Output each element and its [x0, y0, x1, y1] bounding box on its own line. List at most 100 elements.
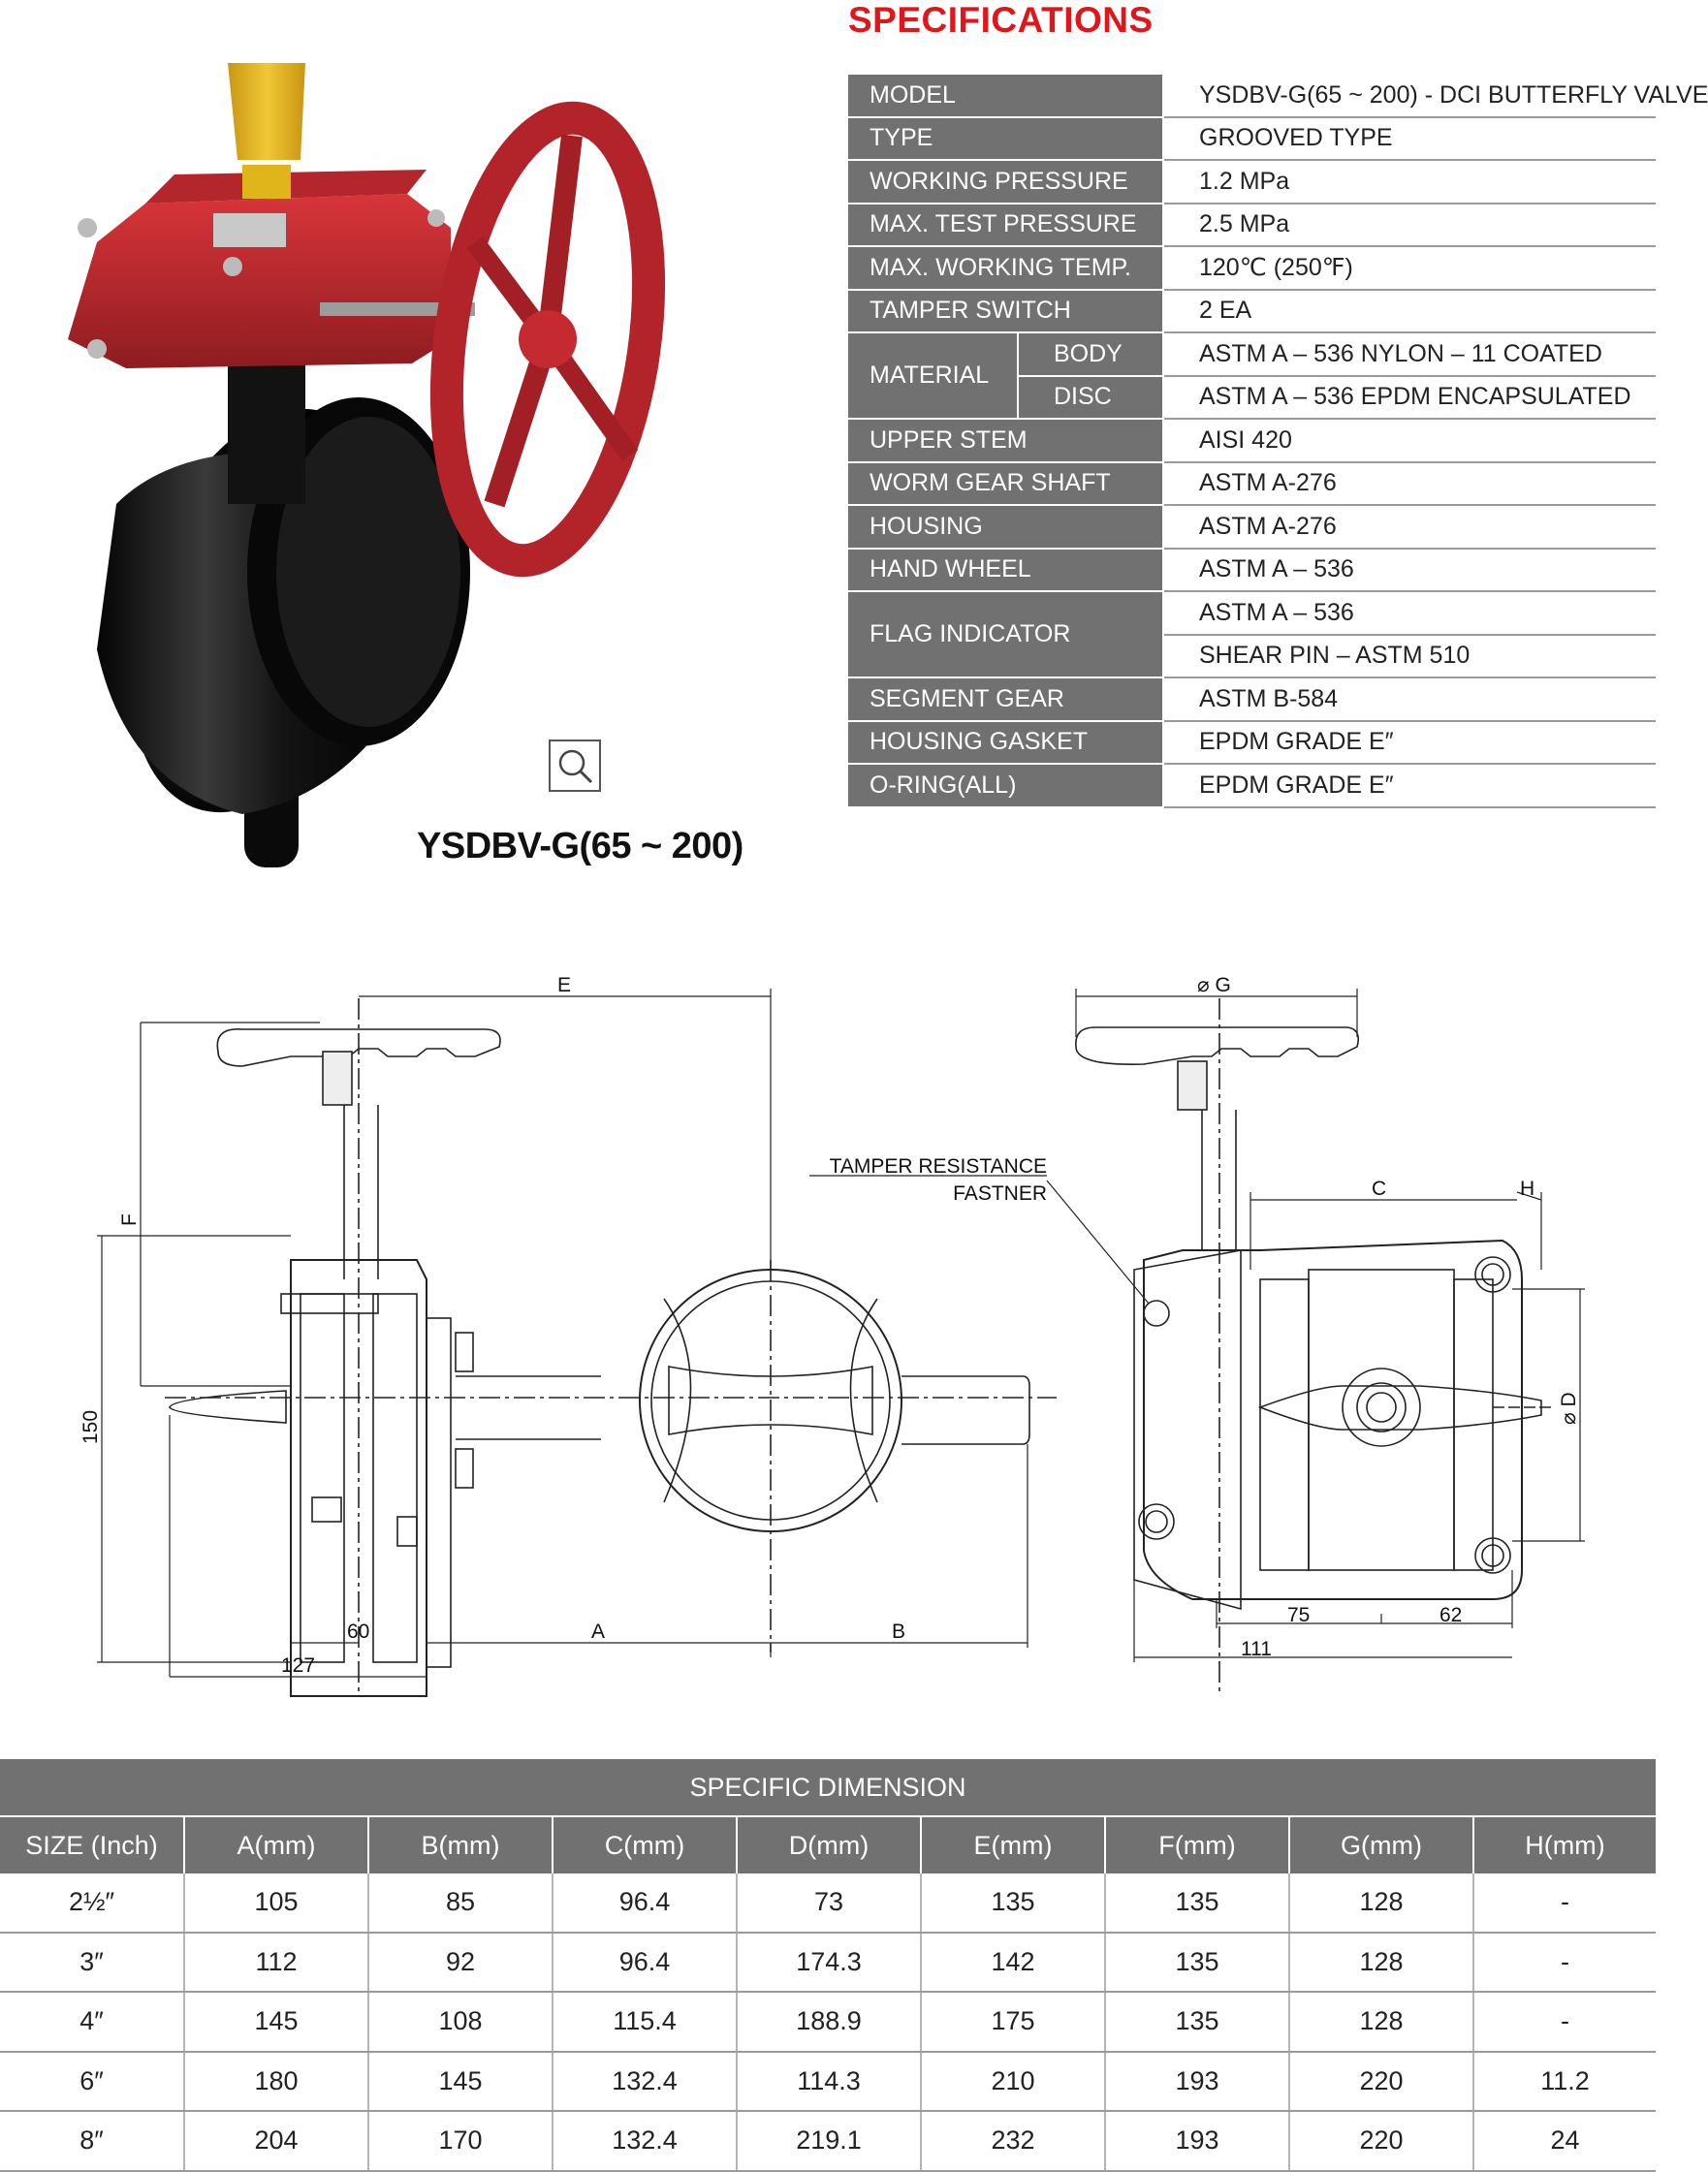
- label-E: E: [557, 974, 571, 996]
- label-150: 150: [79, 1410, 102, 1444]
- label-75: 75: [1287, 1604, 1310, 1626]
- table-cell: 220: [1289, 2111, 1474, 2172]
- table-cell: 6″: [0, 2051, 185, 2112]
- label-fastner: FASTNER: [953, 1182, 1047, 1205]
- table-cell: 232: [921, 2111, 1106, 2172]
- label-D: ⌀ D: [1558, 1392, 1580, 1425]
- table-cell: 193: [1105, 2111, 1290, 2172]
- spec-row-material-body: MATERIAL BODY ASTM A – 536 NYLON – 11 CO…: [848, 332, 1656, 420]
- table-cell: 145: [184, 1992, 369, 2053]
- table-cell: 105: [184, 1873, 369, 1934]
- dimension-header-row: SIZE (Inch) A(mm) B(mm) C(mm) D(mm) E(mm…: [0, 1817, 1656, 1873]
- spec-value: ASTM A-276: [1163, 505, 1656, 550]
- table-cell: 174.3: [737, 1932, 922, 1993]
- spec-value: 2 EA: [1163, 289, 1656, 333]
- spec-key: TYPE: [848, 116, 1164, 161]
- spec-key: MAX. WORKING TEMP.: [848, 246, 1164, 291]
- magnifier-icon[interactable]: [549, 740, 601, 792]
- spec-value: ASTM A-276: [1163, 461, 1656, 506]
- label-C: C: [1372, 1178, 1386, 1200]
- spec-key: HOUSING GASKET: [848, 720, 1164, 765]
- dimension-section: SPECIFIC DIMENSION SIZE (Inch) A(mm) B(m…: [0, 1759, 1656, 2172]
- spec-key: MAX. TEST PRESSURE: [848, 203, 1164, 247]
- table-cell: 8″: [0, 2111, 185, 2172]
- table-cell: 180: [184, 2051, 369, 2112]
- spec-value: 120℃ (250℉): [1163, 246, 1656, 291]
- label-60: 60: [347, 1621, 369, 1643]
- spec-key: O-RING(ALL): [848, 764, 1164, 808]
- table-cell: 188.9: [737, 1992, 922, 2053]
- spec-row-flag-1: FLAG INDICATOR ASTM A – 536: [848, 591, 1656, 678]
- label-B: B: [892, 1621, 905, 1643]
- column-header: B(mm): [368, 1817, 554, 1873]
- table-cell: 204: [184, 2111, 369, 2172]
- table-cell: 142: [921, 1932, 1106, 1993]
- table-cell: 175: [921, 1992, 1106, 2053]
- spec-value-body: ASTM A – 536 NYLON – 11 COATED: [1163, 332, 1656, 377]
- spec-value: YSDBV-G(65 ~ 200) - DCI BUTTERFLY VALVE: [1163, 75, 1708, 118]
- product-photo: [68, 63, 666, 867]
- table-cell: 96.4: [553, 1873, 738, 1934]
- table-cell: 2½″: [0, 1873, 185, 1934]
- table-cell: 128: [1289, 1992, 1474, 2053]
- spec-row-flag-2: SHEAR PIN – ASTM 510: [848, 634, 1656, 678]
- spec-key: UPPER STEM: [848, 419, 1164, 463]
- table-cell: 128: [1289, 1932, 1474, 1993]
- spec-key-flag: FLAG INDICATOR: [848, 591, 1164, 678]
- spec-subkey-disc: DISC: [1018, 375, 1164, 420]
- table-cell: 135: [1105, 1932, 1290, 1993]
- column-header: G(mm): [1289, 1817, 1474, 1873]
- table-cell: 3″: [0, 1932, 185, 1993]
- table-cell: 115.4: [553, 1992, 738, 2053]
- spec-key: WORM GEAR SHAFT: [848, 461, 1164, 506]
- dimension-title: SPECIFIC DIMENSION: [0, 1759, 1656, 1817]
- dimension-table: SIZE (Inch) A(mm) B(mm) C(mm) D(mm) E(mm…: [0, 1817, 1656, 2172]
- spec-value: ASTM A – 536: [1163, 548, 1656, 592]
- valve-neck: [228, 349, 305, 504]
- label-H: H: [1520, 1178, 1534, 1200]
- table-cell: 145: [368, 2051, 554, 2112]
- table-cell: 135: [1105, 1992, 1290, 2053]
- specifications-title: SPECIFICATIONS: [848, 0, 1154, 40]
- worm-gear-shaft: [320, 302, 475, 316]
- label-111: 111: [1241, 1638, 1272, 1660]
- spec-key: HOUSING: [848, 505, 1164, 550]
- spec-value: GROOVED TYPE: [1163, 116, 1656, 161]
- gearbox: [68, 170, 451, 368]
- table-cell: 85: [368, 1873, 554, 1934]
- column-header: H(mm): [1473, 1817, 1656, 1873]
- table-cell: 96.4: [553, 1932, 738, 1993]
- column-header: D(mm): [737, 1817, 922, 1873]
- spec-key: HAND WHEEL: [848, 548, 1164, 592]
- table-cell: -: [1473, 1992, 1656, 2053]
- table-cell: 73: [737, 1873, 922, 1934]
- table-cell: 220: [1289, 2051, 1474, 2112]
- spec-value-disc: ASTM A – 536 EPDM ENCAPSULATED: [1163, 375, 1656, 420]
- label-A: A: [591, 1621, 605, 1643]
- spec-value: EPDM GRADE E″: [1163, 720, 1656, 765]
- table-cell: 132.4: [553, 2111, 738, 2172]
- spec-value: EPDM GRADE E″: [1163, 764, 1656, 808]
- spec-key: SEGMENT GEAR: [848, 677, 1164, 722]
- table-cell: 135: [921, 1873, 1106, 1934]
- hand-wheel: [429, 101, 666, 578]
- spec-row: O-RING(ALL)EPDM GRADE E″: [848, 764, 1656, 808]
- table-cell: -: [1473, 1873, 1656, 1934]
- column-header: SIZE (Inch): [0, 1817, 185, 1873]
- column-header: F(mm): [1105, 1817, 1290, 1873]
- table-cell: 24: [1473, 2111, 1656, 2172]
- table-cell: 11.2: [1473, 2051, 1656, 2112]
